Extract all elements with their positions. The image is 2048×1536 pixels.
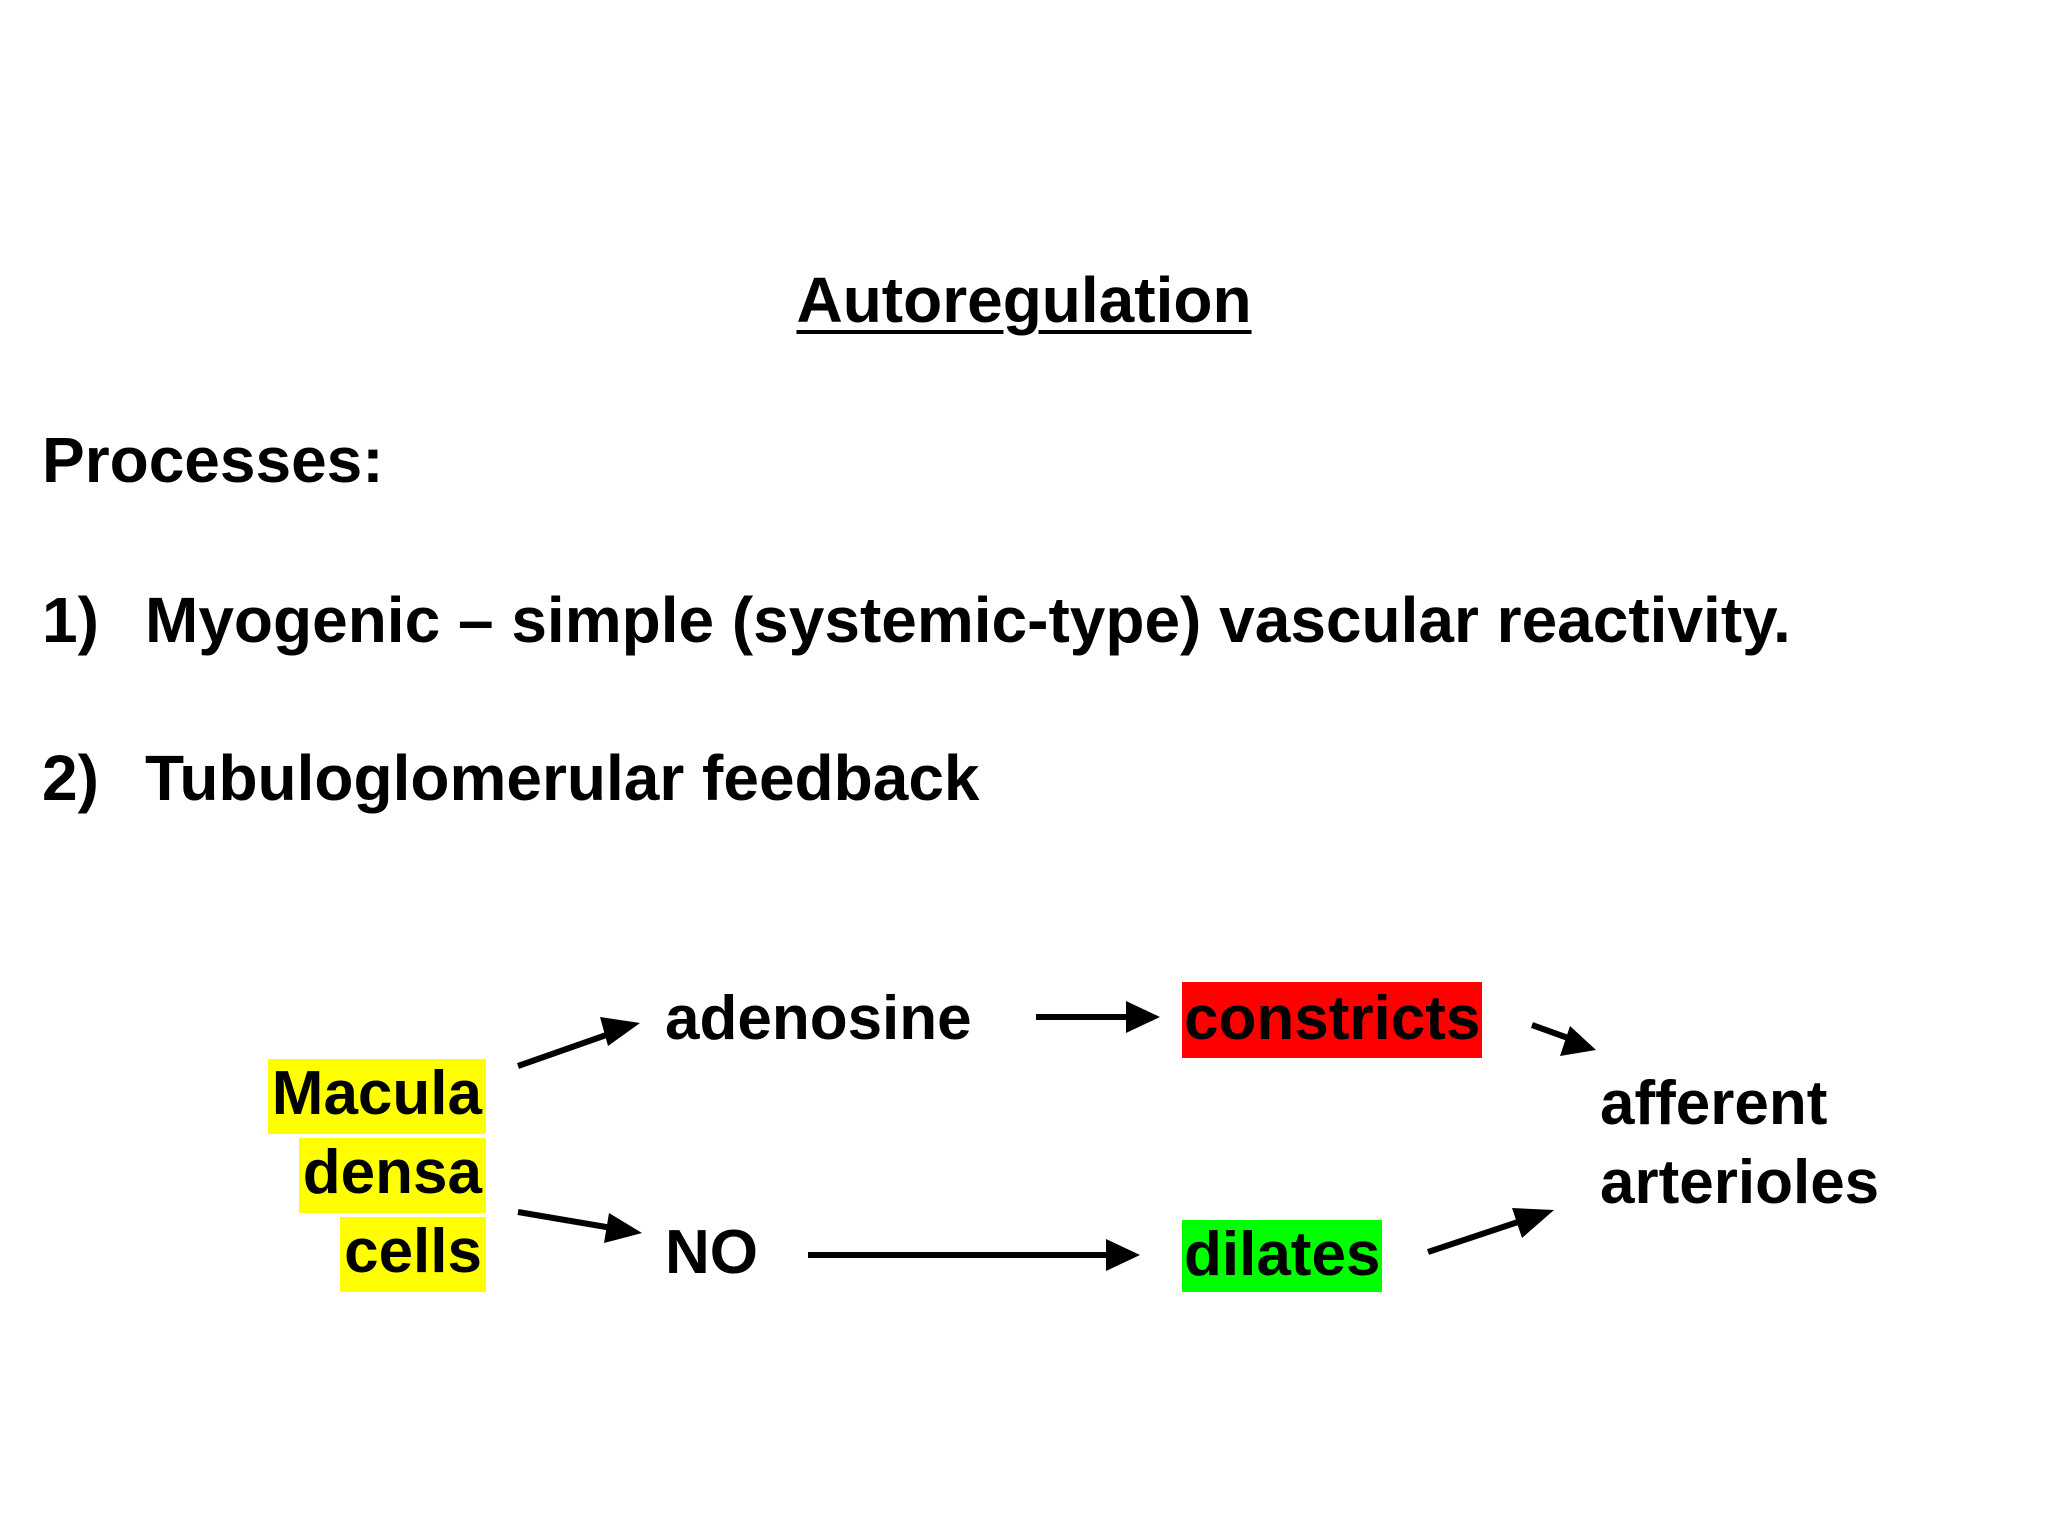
densa-line: densa xyxy=(298,1138,486,1213)
item-text: Tubuloglomerular feedback xyxy=(145,742,980,814)
arrow-macula-to-no xyxy=(517,1209,613,1231)
slide-title: Autoregulation xyxy=(0,268,2048,332)
afferent-arterioles-node: afferent arterioles xyxy=(1600,1064,1879,1222)
adenosine-node: adenosine xyxy=(665,984,972,1053)
arrowhead xyxy=(1560,1026,1596,1056)
macula-densa-node: Macula densa cells xyxy=(267,1054,486,1292)
processes-heading: Processes: xyxy=(42,424,384,496)
process-item-myogenic: 1)Myogenic – simple (systemic-type) vasc… xyxy=(42,588,1791,652)
constricts-node: constricts xyxy=(1182,982,1483,1058)
arrowhead xyxy=(1126,1001,1160,1033)
dilates-node: dilates xyxy=(1182,1220,1383,1292)
slide-title-text: Autoregulation xyxy=(796,264,1252,336)
arrowhead xyxy=(1106,1239,1140,1271)
item-number: 1) xyxy=(42,584,99,656)
arrow-macula-to-adenosine xyxy=(517,1030,613,1069)
arrowhead xyxy=(604,1213,642,1243)
arrow-constricts-to-afferent xyxy=(1530,1022,1570,1041)
cells-line: cells xyxy=(340,1217,486,1292)
item-number: 2) xyxy=(42,742,99,814)
arterioles-line: arterioles xyxy=(1600,1148,1880,1217)
item-text: Myogenic – simple (systemic-type) vascul… xyxy=(145,584,1791,656)
arrowhead xyxy=(600,1017,640,1046)
no-node: NO xyxy=(665,1218,758,1287)
macula-line: Macula xyxy=(267,1059,486,1134)
arrowhead xyxy=(1512,1208,1554,1238)
afferent-line: afferent xyxy=(1600,1069,1828,1138)
arrow-dilates-to-afferent xyxy=(1427,1219,1519,1255)
process-item-tubuloglomerular: 2)Tubuloglomerular feedback xyxy=(42,746,980,810)
